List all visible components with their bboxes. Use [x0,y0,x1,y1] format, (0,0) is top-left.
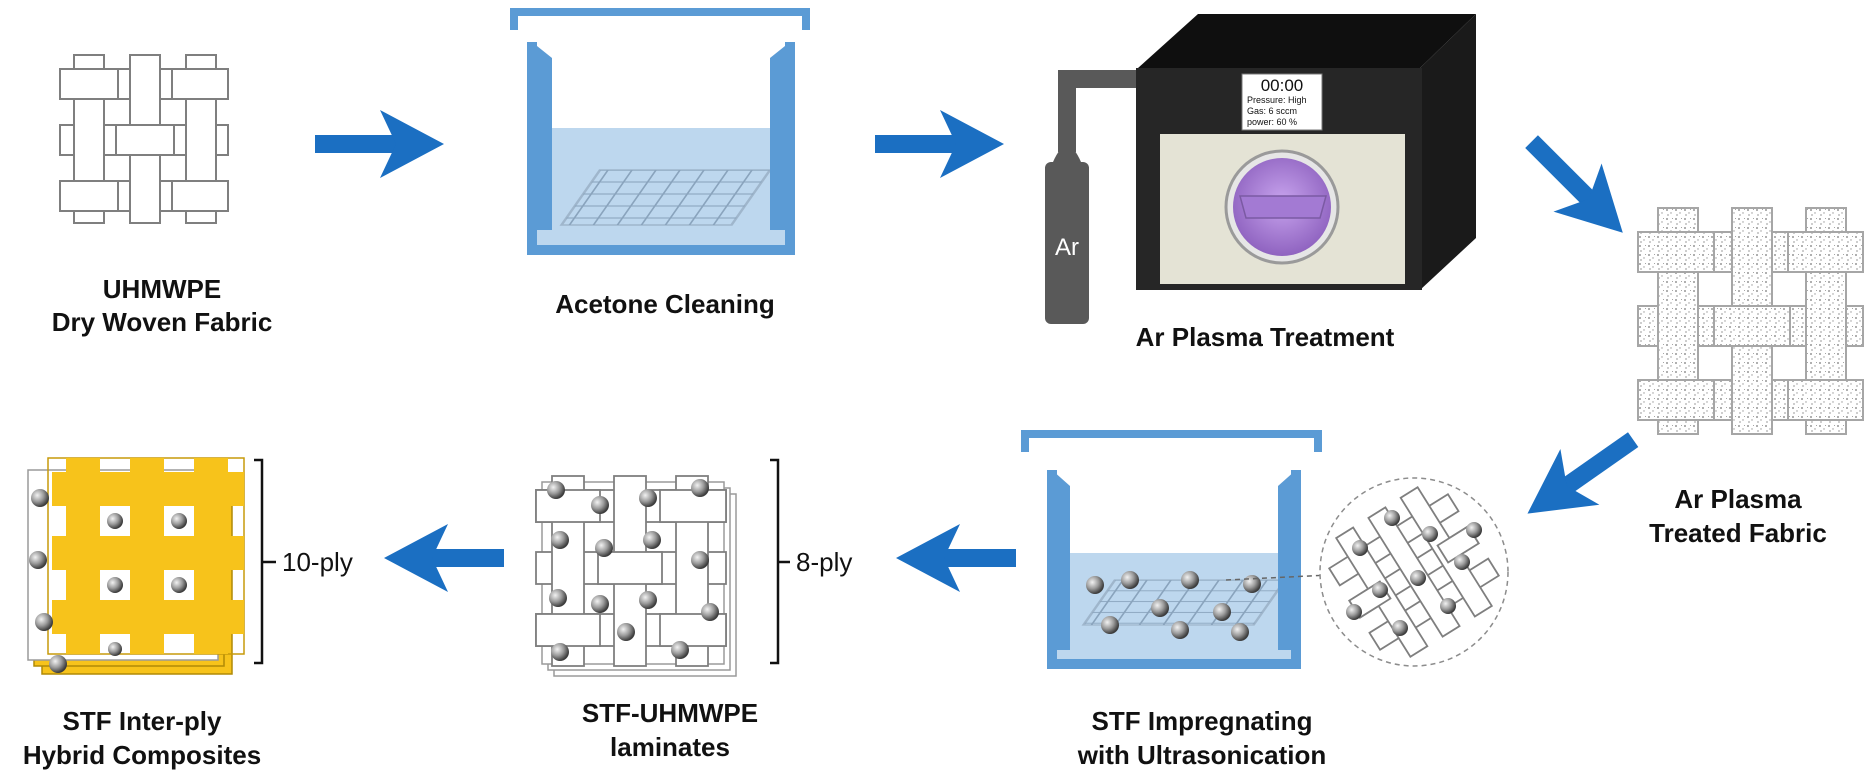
plasma-label: Ar Plasma Treatment [1136,322,1395,352]
impregnating-label-line2: with Ultrasonication [1077,740,1326,770]
flow-arrow-6 [384,524,504,592]
hybrid-label-line1: STF Inter-ply [63,706,222,736]
flow-arrow-4 [1527,432,1639,514]
display-time: 00:00 [1261,76,1304,95]
hybrid-ply-bracket [254,458,276,665]
magnified-view-icon [1319,477,1509,667]
hybrid-label-line2: Hybrid Composites [23,740,261,770]
flow-arrow-2 [875,110,1004,178]
submerged-fabric-icon [559,169,773,226]
laminates-label-line2: laminates [610,732,730,762]
display-gas: Gas: 6 sccm [1247,106,1297,116]
laminates-stack-icon [535,475,737,677]
laminate-particles-icon [547,479,719,661]
plasma-machine-icon: Ar 00:00 Pressure: High Gas: 6 sccm powe… [1045,14,1476,324]
dry-fabric-label-line2: Dry Woven Fabric [52,307,273,337]
acetone-label: Acetone Cleaning [555,289,775,319]
hybrid-ply-label: 10-ply [282,547,353,577]
impregnating-label-line1: STF Impregnating [1092,706,1313,736]
flow-arrow-1 [315,110,444,178]
hybrid-composite-stack-icon [27,457,245,675]
hybrid-particles-icon [29,489,187,673]
laminates-ply-label: 8-ply [796,547,852,577]
dry-fabric-weave-icon [59,54,229,224]
treated-fabric-weave-icon [1637,207,1864,435]
dry-fabric-label-line1: UHMWPE [103,274,221,304]
argon-cylinder-label: Ar [1055,234,1079,261]
laminates-ply-bracket [770,458,790,665]
treated-label-line1: Ar Plasma [1674,484,1802,514]
flow-arrow-5 [896,524,1016,592]
acetone-beaker-icon [510,8,810,255]
laminates-label-line1: STF-UHMWPE [582,698,758,728]
display-pressure: Pressure: High [1247,95,1307,105]
stf-beaker-icon [1021,430,1331,669]
stf-particles-icon [1086,571,1261,641]
machine-display [1241,73,1323,131]
flow-arrow-3 [1525,135,1623,233]
treated-label-line2: Treated Fabric [1649,518,1827,548]
display-power: power: 60 % [1247,117,1297,127]
